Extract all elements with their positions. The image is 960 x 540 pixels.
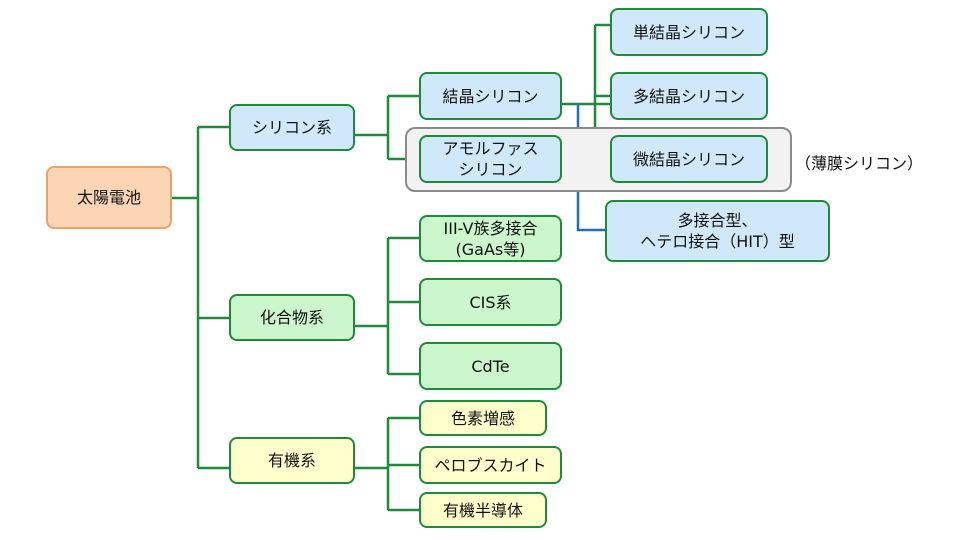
node-cis[interactable]: CIS系 (419, 278, 562, 326)
node-poly-silicon[interactable]: 多結晶シリコン (610, 72, 768, 120)
node-hetero-junction[interactable]: 多接合型、 ヘテロ接合（HIT）型 (605, 200, 830, 262)
node-perovskite[interactable]: ペロブスカイト (419, 446, 562, 484)
node-silicon[interactable]: シリコン系 (229, 104, 355, 151)
node-organic[interactable]: 有機系 (229, 437, 355, 484)
node-micro-silicon[interactable]: 微結晶シリコン (610, 135, 768, 183)
node-dye-sensitized[interactable]: 色素増感 (419, 400, 547, 436)
node-amorphous-silicon[interactable]: アモルファス シリコン (419, 135, 562, 183)
node-iii-v[interactable]: III-V族多接合 (GaAs等) (419, 215, 562, 262)
node-cdte[interactable]: CdTe (419, 342, 562, 390)
node-crystalline-silicon[interactable]: 結晶シリコン (419, 72, 562, 120)
thin-film-note: （薄膜シリコン） (795, 154, 924, 173)
node-solar-cell[interactable]: 太陽電池 (46, 166, 172, 229)
node-mono-silicon[interactable]: 単結晶シリコン (610, 8, 768, 56)
node-organic-semiconductor[interactable]: 有機半導体 (419, 492, 547, 528)
node-compound[interactable]: 化合物系 (229, 294, 355, 341)
